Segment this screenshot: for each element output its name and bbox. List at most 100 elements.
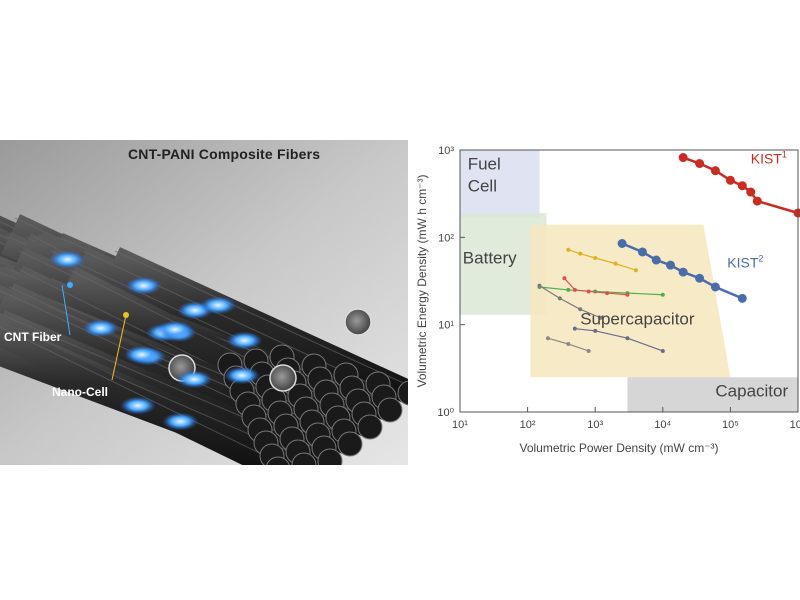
fiber-end (357, 414, 383, 440)
nano-cell-glow (226, 331, 263, 350)
device-regions (460, 150, 798, 412)
fiber-end (397, 380, 408, 406)
data-point (566, 247, 571, 252)
nano-cell-pointer (111, 314, 127, 381)
fiber-highlight (0, 326, 279, 463)
nano-cell-glows (49, 250, 263, 431)
nano-cell-glow (125, 276, 162, 295)
data-point (572, 287, 577, 292)
fiber-rod (0, 320, 284, 465)
fiber-end (337, 431, 363, 457)
region-label-capacitor: Capacitor (715, 382, 788, 401)
data-point (605, 291, 610, 296)
data-point (593, 328, 598, 333)
region-label-supercapacitor: Supercapacitor (580, 310, 695, 329)
highlighted-fiber-end (269, 364, 297, 392)
x-tick-label: 10¹ (452, 419, 468, 431)
x-tick-label: 10⁶ (790, 419, 800, 431)
nano-cell-glow (176, 370, 213, 389)
axis-ticks: 10¹10²10³10⁴10⁵10⁶10⁰10¹10²10³ (437, 145, 800, 431)
cnt-fiber-pointer-dot (67, 282, 73, 288)
data-point (651, 255, 661, 265)
data-point (793, 208, 800, 218)
data-point (737, 293, 747, 303)
y-tick-label: 10³ (438, 145, 454, 157)
cnt-pani-illustration (0, 140, 408, 465)
region-supercapacitor (530, 224, 731, 378)
data-point (710, 166, 720, 176)
fiber-end (291, 452, 317, 465)
nano-cell-pointer-dot (123, 312, 129, 318)
series-line (574, 328, 664, 352)
highlighted-fiber-end (344, 308, 372, 336)
series-line (539, 285, 601, 319)
data-point (678, 267, 688, 277)
data-point (725, 175, 735, 185)
series-label: KIST1 (751, 150, 787, 167)
fiber-end (377, 397, 403, 423)
x-tick-label: 10² (520, 419, 536, 431)
data-point (660, 292, 665, 297)
nano-cell-glow (157, 320, 193, 339)
data-point (637, 247, 647, 257)
data-point (613, 261, 618, 266)
region-label-battery: Battery (463, 249, 517, 268)
illustration-title: CNT-PANI Composite Fibers (128, 146, 321, 162)
nano-cell-glow (162, 412, 199, 431)
x-tick-label: 10³ (587, 419, 603, 431)
data-point (598, 315, 603, 320)
data-point (710, 282, 720, 292)
fiber-highlight (82, 250, 385, 391)
data-point (617, 238, 627, 248)
fiber-rod (110, 247, 408, 404)
y-tick-label: 10⁰ (437, 407, 454, 419)
data-point (752, 196, 762, 206)
data-point (695, 159, 705, 169)
series-label: KIST2 (727, 254, 763, 271)
region-fuel-cell (460, 150, 540, 218)
nano-cell-glow (49, 250, 86, 269)
data-point (586, 289, 591, 294)
data-point (566, 287, 571, 292)
data-point (537, 283, 542, 288)
data-point (678, 153, 688, 163)
x-tick-label: 10⁵ (722, 419, 739, 431)
data-point (593, 255, 598, 260)
cnt-fiber-pointer (61, 284, 71, 336)
data-point (566, 342, 571, 347)
data-point (660, 348, 665, 353)
fiber-highlight (114, 250, 408, 386)
data-point (586, 348, 591, 353)
data-point (633, 268, 638, 273)
plot-frame (459, 149, 799, 413)
data-point (746, 187, 756, 197)
nano-cell-glow (119, 396, 156, 415)
data-point (695, 273, 705, 283)
y-axis-label: Volumetric Energy Density (mW h cm⁻³) (415, 174, 429, 387)
nano-cell-glow (82, 319, 119, 338)
data-point (545, 336, 550, 341)
nano-cell-label: Nano-Cell (52, 385, 109, 399)
fiber-end (317, 448, 343, 465)
data-series (537, 153, 800, 353)
nano-cell-glow (223, 366, 260, 385)
ragone-plot: 10¹10²10³10⁴10⁵10⁶10⁰10¹10²10³ FuelCellB… (415, 145, 800, 455)
nano-cell-glow (123, 345, 160, 364)
fiber-ends (168, 308, 408, 465)
data-point (562, 276, 567, 281)
data-point (578, 307, 583, 312)
data-point (666, 260, 676, 270)
y-tick-label: 10¹ (438, 320, 454, 332)
x-axis-label: Volumetric Power Density (mW cm⁻³) (519, 441, 718, 455)
fiber-end (266, 456, 290, 465)
data-point (625, 292, 630, 297)
data-point (578, 251, 583, 256)
cnt-fiber-label: CNT Fiber (4, 330, 62, 344)
data-point (572, 326, 577, 331)
data-point (737, 181, 747, 191)
y-tick-label: 10² (438, 232, 454, 244)
x-tick-label: 10⁴ (654, 419, 671, 431)
data-point (557, 296, 562, 301)
nano-cell-glow (200, 296, 237, 315)
